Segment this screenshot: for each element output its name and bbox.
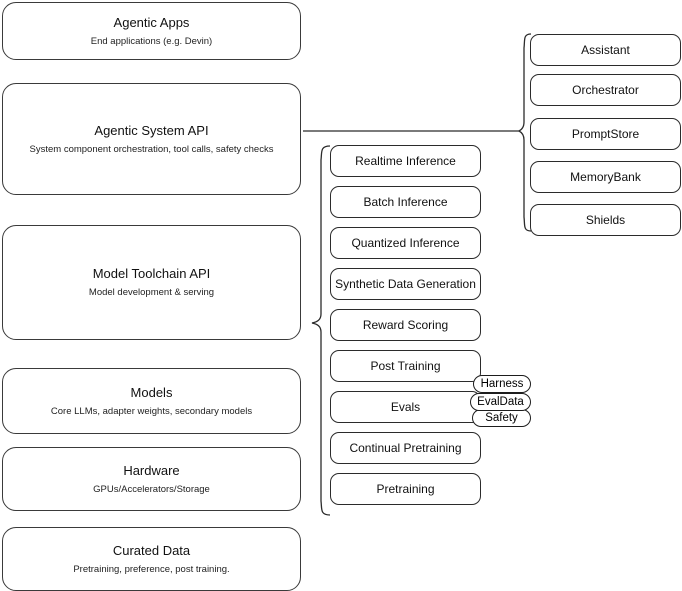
component-memorybank[interactable]: MemoryBank	[530, 161, 681, 193]
layer-subtitle: Pretraining, preference, post training.	[73, 563, 230, 575]
layer-title: Agentic Apps	[113, 14, 190, 30]
capability-label: Reward Scoring	[362, 318, 449, 332]
capability-synthetic-data-generation[interactable]: Synthetic Data Generation	[330, 268, 481, 300]
layer-subtitle: End applications (e.g. Devin)	[90, 35, 213, 47]
component-label: Shields	[585, 213, 626, 227]
layer-agentic-apps[interactable]: Agentic Apps End applications (e.g. Devi…	[2, 2, 301, 60]
layer-curated-data[interactable]: Curated Data Pretraining, preference, po…	[2, 527, 301, 591]
capability-label: Continual Pretraining	[349, 441, 462, 455]
layer-subtitle: Model development & serving	[88, 287, 215, 298]
capability-label: Pretraining	[376, 482, 435, 496]
capability-continual-pretraining[interactable]: Continual Pretraining	[330, 432, 481, 464]
component-shields[interactable]: Shields	[530, 204, 681, 236]
eval-pill-label: EvalData	[477, 396, 524, 408]
capability-reward-scoring[interactable]: Reward Scoring	[330, 309, 481, 341]
component-label: MemoryBank	[570, 170, 641, 184]
component-promptstore[interactable]: PromptStore	[530, 118, 681, 150]
capability-label: Post Training	[370, 359, 441, 373]
layer-hardware[interactable]: Hardware GPUs/Accelerators/Storage	[2, 447, 301, 511]
eval-pill-label: Safety	[485, 412, 518, 424]
capability-post-training[interactable]: Post Training	[330, 350, 481, 382]
layer-title: Models	[130, 384, 173, 400]
layer-models[interactable]: Models Core LLMs, adapter weights, secon…	[2, 368, 301, 434]
layer-subtitle: GPUs/Accelerators/Storage	[93, 483, 210, 495]
capability-pretraining[interactable]: Pretraining	[330, 473, 481, 505]
layer-title: Agentic System API	[94, 122, 209, 138]
layer-title: Model Toolchain API	[92, 266, 211, 281]
capability-label: Quantized Inference	[351, 236, 460, 250]
capability-realtime-inference[interactable]: Realtime Inference	[330, 145, 481, 177]
layer-title: Curated Data	[112, 542, 191, 558]
component-assistant[interactable]: Assistant	[530, 34, 681, 66]
eval-pill-label: Harness	[480, 378, 524, 390]
capability-quantized-inference[interactable]: Quantized Inference	[330, 227, 481, 259]
layer-subtitle: System component orchestration, tool cal…	[29, 143, 274, 155]
eval-pill-harness[interactable]: Harness	[473, 375, 531, 393]
layer-title: Hardware	[123, 462, 180, 478]
component-label: Orchestrator	[572, 83, 639, 97]
capability-label: Batch Inference	[363, 195, 448, 209]
component-orchestrator[interactable]: Orchestrator	[530, 74, 681, 106]
eval-pill-safety[interactable]: Safety	[472, 409, 531, 427]
layer-agentic-system-api[interactable]: Agentic System API System component orch…	[2, 83, 301, 195]
brace-middle-capabilities	[311, 145, 331, 516]
component-label: Assistant	[581, 43, 630, 57]
component-label: PromptStore	[571, 127, 640, 141]
capability-evals[interactable]: Evals	[330, 391, 481, 423]
capability-batch-inference[interactable]: Batch Inference	[330, 186, 481, 218]
capability-label: Realtime Inference	[355, 154, 456, 168]
layer-subtitle: Core LLMs, adapter weights, secondary mo…	[50, 405, 253, 417]
layer-model-toolchain-api[interactable]: Model Toolchain API Model development & …	[2, 225, 301, 340]
capability-label: Synthetic Data Generation	[335, 277, 476, 291]
capability-label: Evals	[390, 400, 421, 414]
eval-pill-evaldata[interactable]: EvalData	[470, 393, 531, 411]
